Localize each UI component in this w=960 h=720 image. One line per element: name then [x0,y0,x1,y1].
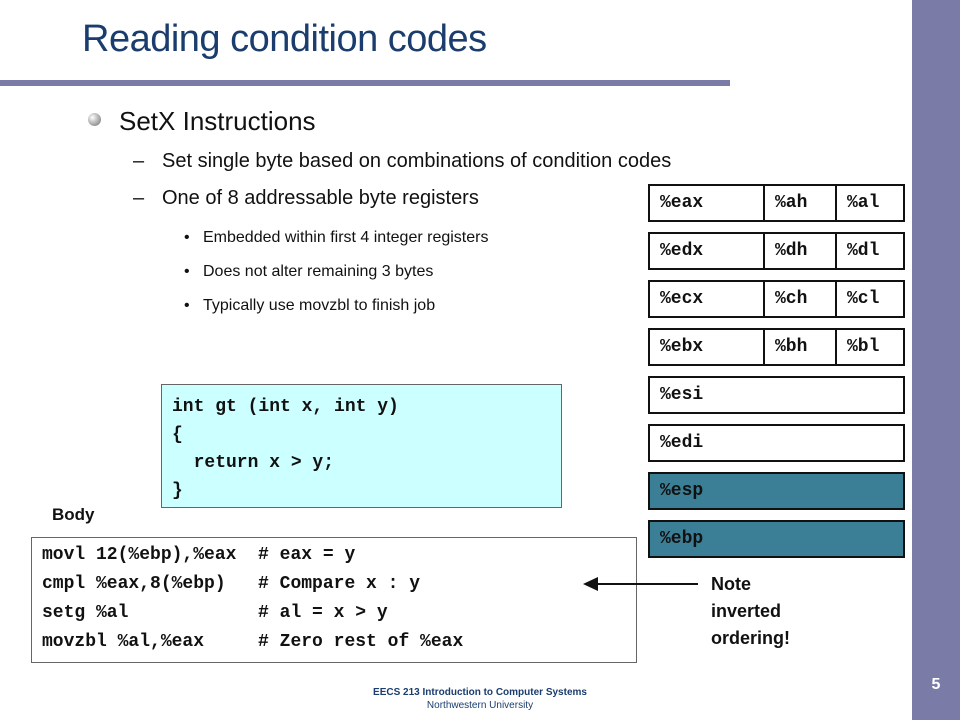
code-line: return x > y; [172,453,335,473]
arrow-left-icon [596,583,698,585]
body-label: Body [52,505,95,524]
footer: EECS 213 Introduction to Computer System… [330,686,630,712]
register-edi: %edi [648,424,905,462]
dash-bullet-icon: – [133,187,145,209]
slide-number: 5 [931,676,941,693]
code-line: } [172,481,183,501]
dot-bullet-icon: • [184,263,190,280]
bullet-sphere-icon [88,113,101,126]
register-esi: %esi [648,376,905,414]
register-name: %esi [660,385,704,405]
register-name: %esp [660,481,704,501]
code-line: int gt (int x, int y) [172,397,399,417]
register-high-byte: %ah [763,184,835,222]
register-name: %eax [660,193,704,213]
asm-line: cmpl %eax,8(%ebp) # Compare x : y [42,574,421,594]
bullet-embedded: Embedded within first 4 integer register… [203,229,489,246]
register-name: %ebx [660,337,704,357]
register-name: %edi [660,433,704,453]
dot-bullet-icon: • [184,297,190,314]
bullet-set-single-byte: Set single byte based on combinations of… [162,150,672,172]
asm-line: movzbl %al,%eax # Zero rest of %eax [42,632,464,652]
note-line: inverted [711,601,782,621]
register-ebp: %ebp [648,520,905,558]
register-name: %edx [660,241,704,261]
asm-line: movl 12(%ebp),%eax # eax = y [42,545,356,565]
register-name: %ebp [660,529,704,549]
register-high-byte: %ch [763,280,835,318]
code-line: { [172,425,183,445]
c-code-box: int gt (int x, int y) { return x > y; } [161,384,562,508]
register-esp: %esp [648,472,905,510]
dot-bullet-icon: • [184,229,190,246]
register-high-byte: %dh [763,232,835,270]
register-name: %ecx [660,289,704,309]
register-ecx: %ecx %ch %cl [648,280,905,318]
register-low-byte: %dl [835,232,905,270]
asm-line: setg %al # al = x > y [42,603,388,623]
dash-bullet-icon: – [133,150,145,172]
title-underline-bar [0,80,730,86]
note-line: Note [711,574,751,594]
bullet-byte-registers: One of 8 addressable byte registers [162,187,479,209]
arrowhead-icon [583,577,598,591]
bullet-movzbl: Typically use movzbl to finish job [203,297,436,314]
bullet-not-alter: Does not alter remaining 3 bytes [203,263,434,280]
footer-university: Northwestern University [426,700,534,711]
register-high-byte: %bh [763,328,835,366]
footer-course: EECS 213 Introduction to Computer System… [373,687,587,698]
bullet-setx-instructions: SetX Instructions [119,106,316,136]
register-low-byte: %bl [835,328,905,366]
register-low-byte: %al [835,184,905,222]
assembly-code-box: movl 12(%ebp),%eax # eax = y cmpl %eax,8… [31,537,637,663]
note-line: ordering! [711,628,790,648]
register-eax: %eax %ah %al [648,184,905,222]
register-edx: %edx %dh %dl [648,232,905,270]
right-accent-bar [912,0,960,720]
note-inverted-ordering: Note inverted ordering! [711,571,790,652]
slide-title: Reading condition codes [82,18,487,60]
register-low-byte: %cl [835,280,905,318]
register-ebx: %ebx %bh %bl [648,328,905,366]
